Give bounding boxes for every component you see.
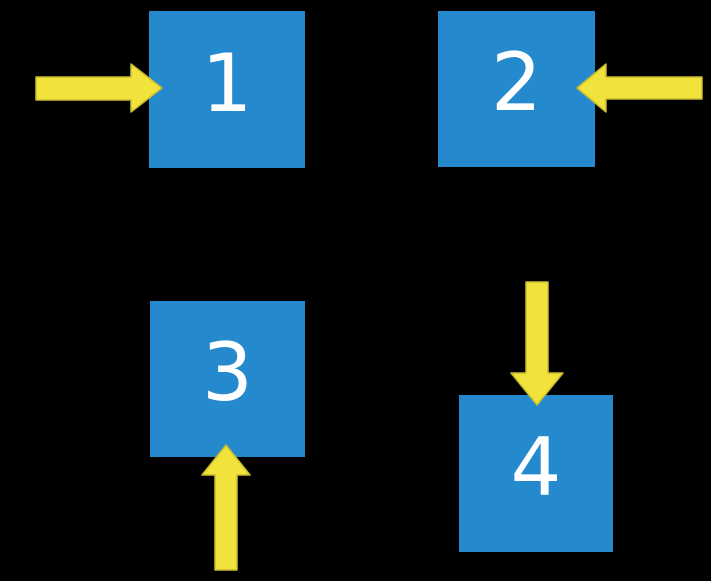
numbered-box-1[interactable]: 1 [149, 11, 305, 168]
numbered-box-4[interactable]: 4 [459, 395, 613, 552]
box-2-label: 2 [491, 36, 542, 129]
arrow-left-icon [576, 63, 703, 113]
numbered-box-3[interactable]: 3 [150, 301, 305, 457]
arrow-down-icon [510, 281, 564, 406]
box-1-label: 1 [201, 36, 253, 130]
arrow-right-icon [35, 63, 163, 113]
box-4-label: 4 [510, 420, 562, 514]
arrow-up-icon [201, 444, 251, 571]
box-3-label: 3 [202, 326, 253, 419]
numbered-box-2[interactable]: 2 [438, 11, 595, 167]
